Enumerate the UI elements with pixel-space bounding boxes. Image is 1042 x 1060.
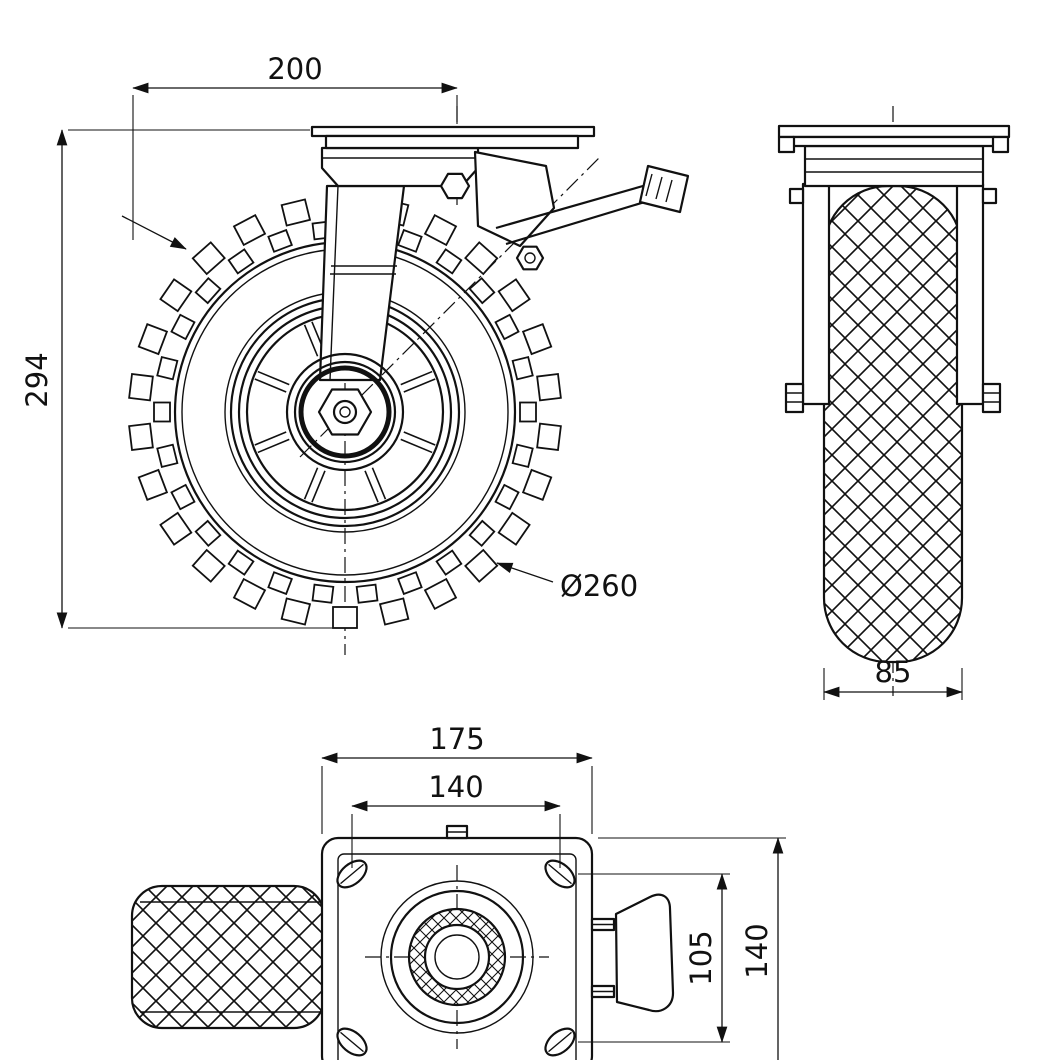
tread-leader-line	[121, 215, 187, 250]
axle-nut-left	[784, 382, 805, 414]
front-plate-hook-left	[777, 135, 796, 154]
swivel-fork	[318, 184, 406, 382]
dim-85-label: 85	[875, 655, 912, 689]
bolt-slot-bottom-right	[544, 1027, 576, 1057]
plan-brake-pedal	[614, 893, 675, 1013]
dim-294-label: 294	[20, 352, 54, 407]
pedal-grip-1	[645, 173, 653, 197]
pedal-grip-2	[655, 176, 663, 200]
plan-wheel-tire	[130, 884, 326, 1030]
fork-leg-right	[955, 182, 985, 406]
dim-140h-label: 140	[428, 770, 483, 804]
brake-bracket	[473, 150, 556, 248]
front-top-plate	[777, 124, 1011, 139]
dim-105-label: 105	[684, 930, 718, 985]
axle-nut-right	[981, 382, 1002, 414]
fork-inner-line	[329, 185, 339, 381]
front-plate-lip	[791, 135, 997, 148]
brake-bolt-center	[524, 252, 536, 264]
side-view	[121, 106, 690, 655]
dim-diameter-label: Ø260	[560, 569, 638, 603]
bearing-outer-circle	[380, 880, 534, 1034]
brake-bolt-hex	[515, 245, 545, 271]
kingpin-circle	[434, 934, 480, 980]
dim-140v-label: 140	[740, 923, 774, 978]
bolt-slot-top-right	[544, 859, 576, 889]
fork-leg-left	[801, 182, 831, 406]
bottom-view	[130, 824, 675, 1060]
hub-outer-circle	[285, 352, 405, 472]
brake-pedal	[638, 164, 690, 214]
bolt-slot-top-left	[336, 859, 368, 889]
dim-175-label: 175	[429, 722, 484, 756]
dim-200-label: 200	[267, 52, 322, 86]
axle-hex-nut	[317, 388, 373, 436]
axle-center	[339, 406, 351, 418]
hub-circle	[293, 360, 397, 464]
top-plate-body	[324, 134, 580, 150]
pedal-grip-3	[665, 179, 673, 203]
brake-lever-top-edge	[495, 182, 651, 230]
tire-tread-blocks	[128, 195, 562, 629]
leg-bolt-right	[981, 187, 998, 205]
leg-bolt-left	[788, 187, 805, 205]
bolt-slot-bottom-left	[336, 1027, 368, 1057]
kingpin-hex	[439, 172, 471, 200]
front-swivel-housing	[803, 144, 985, 188]
hub-bearing-ring	[298, 365, 392, 459]
front-wheel-tire	[822, 184, 964, 664]
bearing-race-circle	[389, 889, 525, 1025]
mounting-plate-inner	[337, 853, 577, 1060]
axle-circle	[332, 399, 358, 425]
top-plate-flange	[310, 125, 596, 138]
dim-diameter-leader	[496, 562, 554, 583]
front-plate-hook-right	[991, 135, 1010, 154]
front-view	[777, 106, 1011, 696]
dimensions: 200 294 Ø260 85 175 140 105 140	[20, 52, 963, 1060]
brake-lever-bottom-edge	[505, 196, 659, 246]
